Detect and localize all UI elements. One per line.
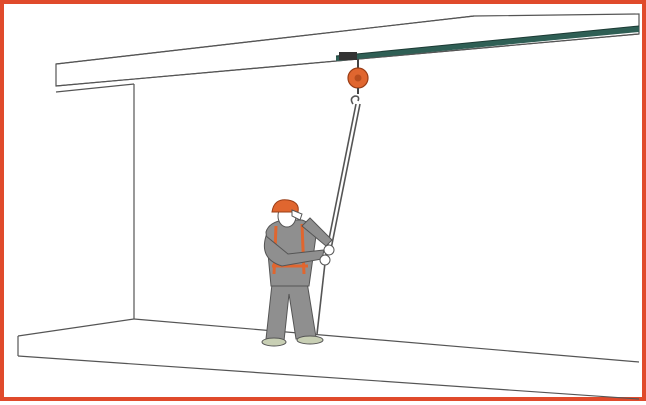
retractable-device bbox=[348, 59, 368, 94]
wall-edge bbox=[56, 84, 134, 319]
floor bbox=[18, 319, 639, 399]
illustration-canvas bbox=[4, 4, 646, 405]
ceiling-slab bbox=[56, 14, 639, 86]
hook-pole bbox=[317, 96, 360, 334]
